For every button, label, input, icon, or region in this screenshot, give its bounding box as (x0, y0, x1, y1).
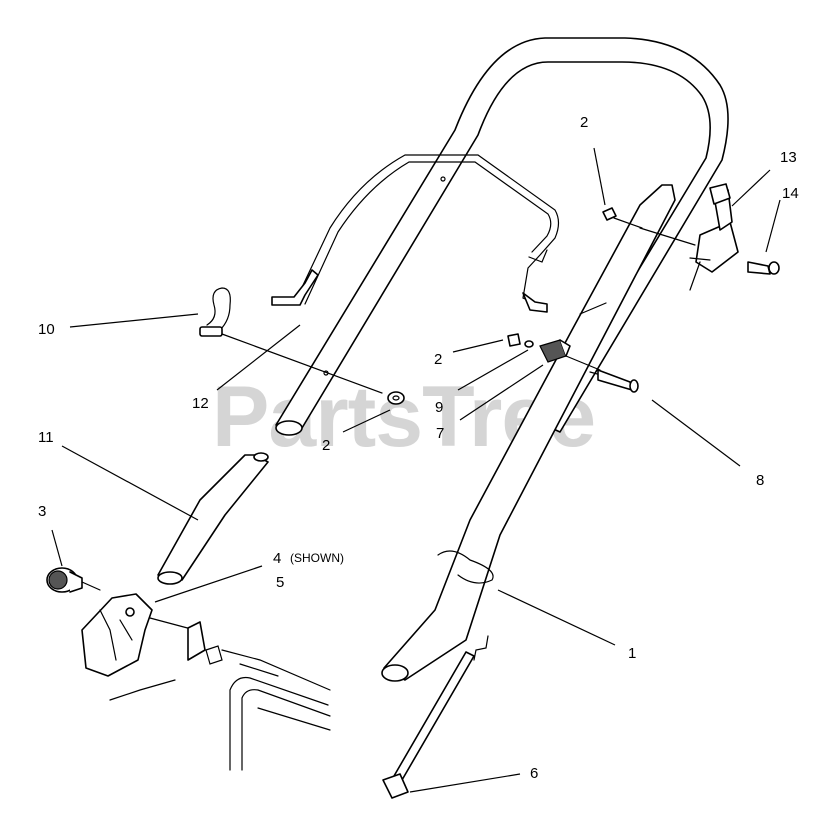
bracket-nut-group[interactable] (507, 333, 601, 371)
callout-6: 6 (530, 765, 538, 782)
callout-11: 11 (38, 429, 54, 446)
adjustment-knob[interactable] (46, 567, 101, 593)
washer-left[interactable] (387, 391, 405, 405)
nut-upper[interactable] (602, 207, 643, 229)
control-cable[interactable] (382, 635, 489, 799)
cable-conduit[interactable] (157, 452, 269, 585)
hairpin-clip[interactable] (199, 287, 383, 394)
shift-lever-assembly[interactable] (639, 183, 780, 291)
callout-3: 3 (38, 503, 46, 520)
upper-handle[interactable] (275, 37, 729, 436)
callout-12: 12 (192, 395, 209, 412)
callout-5: 5 (276, 574, 284, 591)
callout-4: 4 (273, 550, 281, 567)
lower-handle[interactable] (381, 184, 676, 682)
callout-9: 9 (435, 399, 443, 416)
handle-bracket[interactable] (81, 593, 206, 677)
callout-10: 10 (38, 321, 55, 338)
callout-13: 13 (780, 149, 797, 166)
callout-2-left: 2 (322, 437, 330, 454)
bail-wire[interactable] (271, 154, 560, 313)
mower-deck-lines (109, 645, 331, 771)
callout-2-top: 2 (580, 114, 588, 131)
callout-2-middle: 2 (434, 351, 442, 368)
callout-1: 1 (628, 645, 636, 662)
leader-lines (51, 147, 781, 793)
callout-8: 8 (756, 472, 764, 489)
callout-14: 14 (782, 185, 799, 202)
callout-7: 7 (436, 425, 444, 442)
callout-4-note: (SHOWN) (290, 551, 344, 565)
carriage-bolt[interactable] (589, 369, 639, 393)
